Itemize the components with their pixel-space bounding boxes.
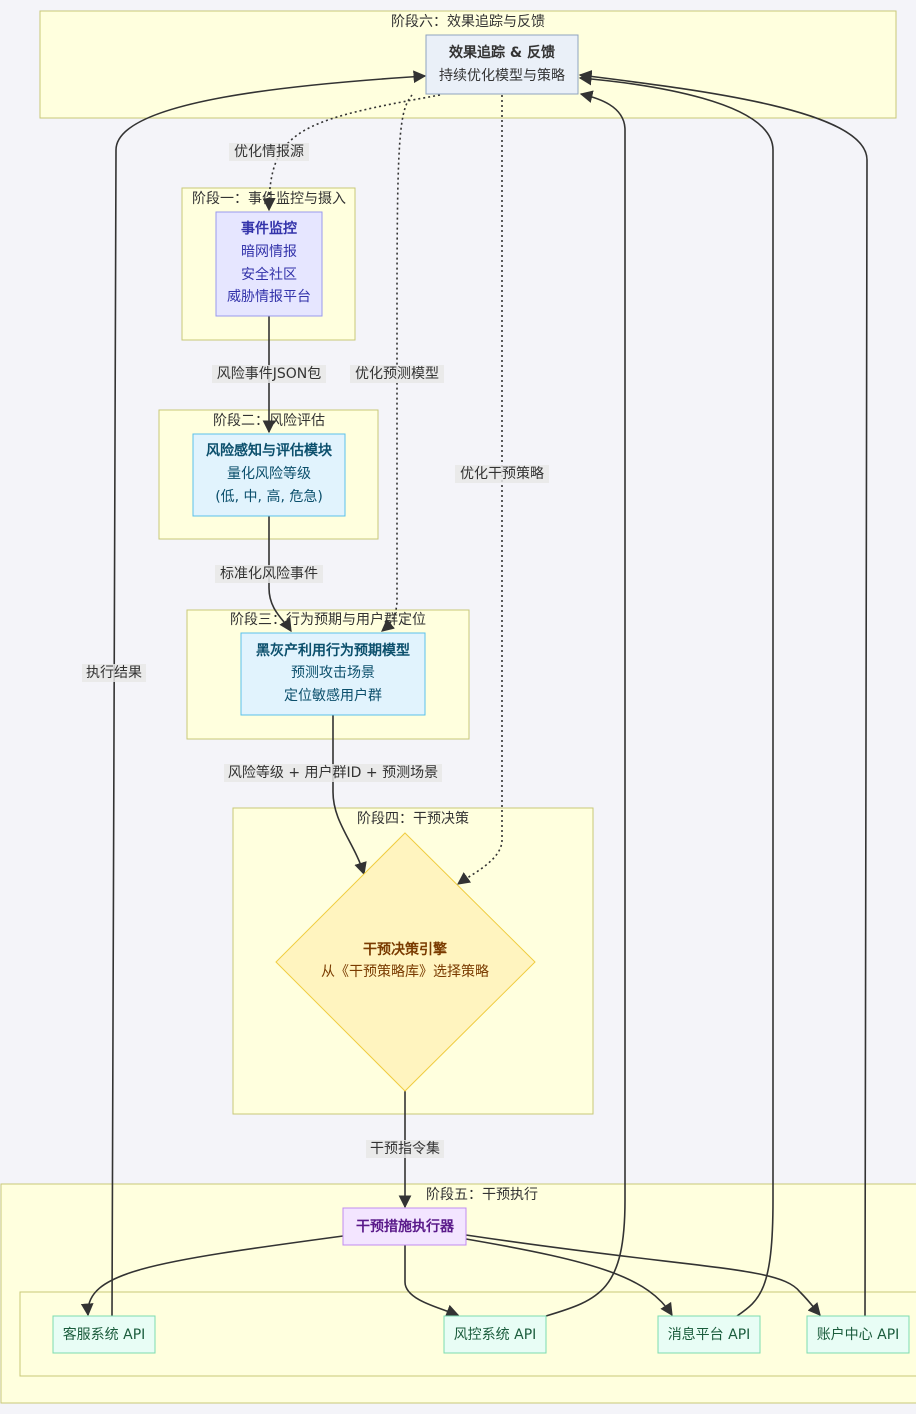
edge-labels: 优化情报源 风险事件JSON包 优化预测模型 优化干预策略 标准化风险事件 风险… <box>82 143 549 1158</box>
node-line: 定位敏感用户群 <box>284 687 382 704</box>
edge-label-json: 风险事件JSON包 <box>217 366 322 382</box>
edge-model <box>381 94 413 632</box>
edge-exec-fengkong <box>404 1245 460 1317</box>
node-executor[interactable]: 干预措施执行器 <box>342 1207 467 1246</box>
edge-result-xiaoxi <box>578 72 774 1317</box>
node-line: 从《干预策略库》选择策略 <box>321 963 489 980</box>
node-predict[interactable]: 黑灰产利用行为预期模型 预测攻击场景 定位敏感用户群 <box>240 632 426 716</box>
edge-label-intel: 优化情报源 <box>234 144 304 160</box>
edge-label-standard: 标准化风险事件 <box>220 566 318 582</box>
edge-label-model: 优化预测模型 <box>355 366 439 382</box>
cluster-title: 阶段六：效果追踪与反馈 <box>391 14 545 30</box>
api-label: 风控系统 API <box>454 1327 537 1343</box>
node-monitor[interactable]: 事件监控 暗网情报 安全社区 威胁情报平台 <box>215 211 323 317</box>
node-api-zhanghu[interactable]: 账户中心 API <box>806 1315 910 1354</box>
node-risk[interactable]: 风险感知与评估模块 量化风险等级 (低, 中, 高, 危急) <box>192 433 346 517</box>
edge-label-result: 执行结果 <box>86 665 142 681</box>
node-line: 持续优化模型与策略 <box>439 67 565 84</box>
edge-strategy <box>456 95 503 885</box>
node-line: (低, 中, 高, 危急) <box>215 488 323 505</box>
edge-standard <box>268 516 292 633</box>
node-line: 威胁情报平台 <box>227 289 311 305</box>
edge-result-kefu <box>111 70 427 1317</box>
api-label: 消息平台 API <box>668 1326 751 1343</box>
edge-result-fengkong <box>545 90 626 1317</box>
edge-result-zhanghu <box>578 70 868 1317</box>
edge-combo <box>332 715 367 876</box>
node-line: 安全社区 <box>241 266 297 283</box>
edge-label-combo: 风险等级 + 用户群ID + 预测场景 <box>228 764 438 781</box>
node-feedback[interactable]: 效果追踪 & 反馈 持续优化模型与策略 <box>425 34 579 95</box>
edge-exec-zhanghu <box>465 1234 821 1316</box>
node-title: 干预决策引擎 <box>363 941 447 958</box>
edge-label-strategy: 优化干预策略 <box>460 465 544 482</box>
node-line: 量化风险等级 <box>227 465 311 482</box>
node-title: 事件监控 <box>241 220 297 237</box>
cluster-title: 阶段四：干预决策 <box>357 810 469 827</box>
edge-label-commands: 干预指令集 <box>370 1140 440 1157</box>
node-line: 暗网情报 <box>241 244 297 260</box>
edge-exec-xiaoxi <box>465 1238 673 1317</box>
node-decision[interactable]: 干预决策引擎 从《干预策略库》选择策略 <box>275 832 536 1092</box>
edge-exec-kefu <box>80 1235 344 1317</box>
node-title: 风险感知与评估模块 <box>206 442 333 459</box>
edges <box>80 70 868 1317</box>
node-title: 干预措施执行器 <box>356 1218 455 1235</box>
node-title: 效果追踪 & 反馈 <box>449 44 555 61</box>
api-label: 账户中心 API <box>817 1326 900 1343</box>
node-api-kefu[interactable]: 客服系统 API <box>52 1315 156 1354</box>
api-label: 客服系统 API <box>63 1326 146 1343</box>
edge-intel <box>262 94 441 212</box>
node-api-fengkong[interactable]: 风控系统 API <box>443 1315 547 1354</box>
cluster-title: 阶段五：干预执行 <box>426 1187 538 1203</box>
cluster-title: 阶段三：行为预期与用户群定位 <box>230 611 426 628</box>
node-api-xiaoxi[interactable]: 消息平台 API <box>657 1315 761 1354</box>
node-line: 预测攻击场景 <box>291 665 375 681</box>
node-title: 黑灰产利用行为预期模型 <box>256 642 410 659</box>
